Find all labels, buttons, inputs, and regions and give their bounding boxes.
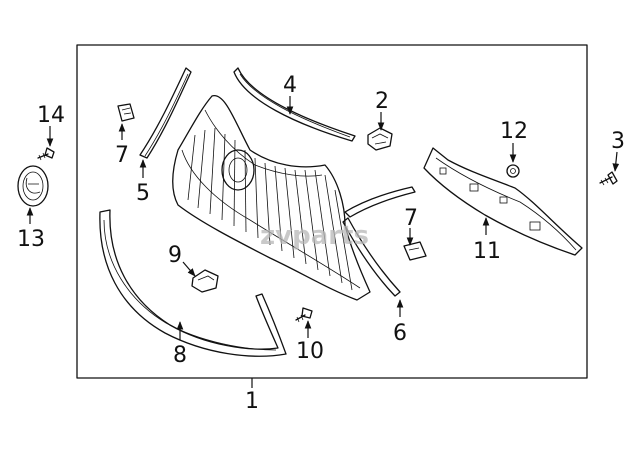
- callout-10: 10: [296, 339, 324, 364]
- callout-14: 14: [37, 103, 65, 128]
- callout-7-left: 7: [115, 143, 129, 168]
- leader-9: [182, 261, 196, 277]
- part-2-bracket: [367, 127, 393, 151]
- part-grille-assembly: [172, 95, 371, 301]
- part-3-screw: [599, 171, 618, 186]
- callout-3: 3: [611, 129, 625, 154]
- assembly-frame: [76, 44, 588, 379]
- grille-vertical-slats: [187, 127, 353, 291]
- callout-11: 11: [473, 239, 501, 264]
- part-13-emblem: [17, 165, 49, 207]
- part-5-left-strip: [139, 67, 192, 159]
- callout-9: 9: [168, 243, 182, 268]
- watermark-text: zvparts: [260, 221, 369, 251]
- callout-12: 12: [500, 119, 528, 144]
- leader-arrows: [26, 96, 620, 340]
- part-9-clip: [191, 269, 219, 293]
- grille-emblem-mount: [221, 149, 255, 191]
- callout-numbers: 1 2 3 4 5 6 7 7 8 9 10 11 12 13 14: [17, 73, 625, 414]
- callout-13: 13: [17, 227, 45, 252]
- part-4-upper-molding: [233, 67, 356, 142]
- part-6-right-strip: [342, 186, 416, 297]
- part-11-support-panel: [423, 147, 583, 256]
- callout-5: 5: [136, 181, 150, 206]
- part-12-grommet: [506, 164, 520, 178]
- callout-1: 1: [245, 389, 259, 414]
- part-7-left-clip: [117, 103, 135, 122]
- part-7-right-clip: [403, 241, 427, 261]
- callout-8: 8: [173, 343, 187, 368]
- callout-6: 6: [393, 321, 407, 346]
- callout-2: 2: [375, 89, 389, 114]
- callout-4: 4: [283, 73, 297, 98]
- callout-7-right: 7: [404, 206, 418, 231]
- part-8-lower-molding: [99, 209, 287, 357]
- leader-3: [612, 151, 620, 172]
- part-14-screw: [37, 147, 55, 161]
- part-10-screw: [295, 307, 313, 323]
